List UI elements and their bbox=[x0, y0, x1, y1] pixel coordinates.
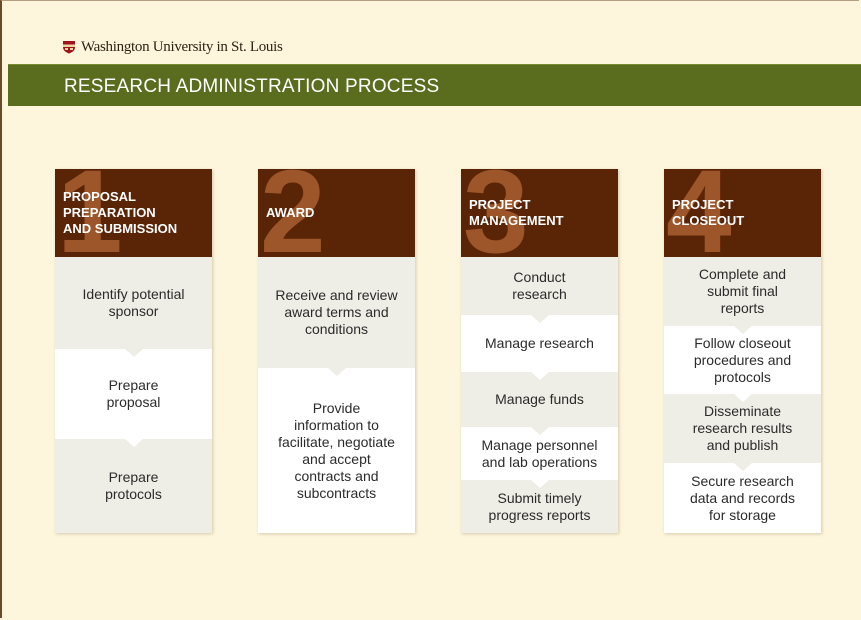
step-number: 1 bbox=[57, 169, 123, 257]
university-shield-icon bbox=[63, 41, 75, 54]
column-header: 1 PROPOSAL PREPARATION AND SUBMISSION bbox=[55, 169, 212, 257]
column-header: 3 PROJECT MANAGEMENT bbox=[461, 169, 618, 257]
column-title: PROPOSAL PREPARATION AND SUBMISSION bbox=[63, 189, 178, 236]
step-arrow bbox=[530, 372, 549, 380]
step-arrow bbox=[124, 349, 143, 357]
title-banner: RESEARCH ADMINISTRATION PROCESS bbox=[8, 64, 861, 106]
process-step: Manage research bbox=[461, 315, 618, 380]
step-arrow bbox=[733, 394, 752, 402]
step-arrow bbox=[733, 326, 752, 334]
step-number: 2 bbox=[260, 169, 326, 257]
step-arrow bbox=[530, 427, 549, 435]
column-title: AWARD bbox=[266, 205, 315, 220]
process-column-closeout: 4 PROJECT CLOSEOUT Complete and submit f… bbox=[664, 169, 821, 533]
process-step: Identify potential sponsor bbox=[55, 257, 212, 357]
process-step: Manage funds bbox=[461, 372, 618, 435]
process-column-management: 3 PROJECT MANAGEMENT Conduct research Ma… bbox=[461, 169, 618, 533]
process-step: Conduct research bbox=[461, 257, 618, 323]
step-number: 3 bbox=[463, 169, 529, 257]
process-step: Receive and review award terms and condi… bbox=[258, 257, 415, 376]
column-title: PROJECT CLOSEOUT bbox=[672, 197, 745, 228]
process-step: Prepare proposal bbox=[55, 349, 212, 447]
step-arrow bbox=[733, 463, 752, 471]
process-step: Disseminate research results and publish bbox=[664, 394, 821, 471]
process-column-award: 2 AWARD Receive and review award terms a… bbox=[258, 169, 415, 533]
process-step: Submit timely progress reports bbox=[461, 480, 618, 533]
column-header: 2 AWARD bbox=[258, 169, 415, 257]
column-header: 4 PROJECT CLOSEOUT bbox=[664, 169, 821, 257]
process-step: Prepare protocols bbox=[55, 439, 212, 533]
step-arrow bbox=[530, 315, 549, 323]
step-arrow bbox=[530, 480, 549, 488]
process-step: Secure research data and records for sto… bbox=[664, 463, 821, 533]
column-title: PROJECT MANAGEMENT bbox=[469, 197, 564, 228]
process-step: Manage personnel and lab operations bbox=[461, 427, 618, 488]
university-logo: Washington University in St. Louis bbox=[62, 38, 283, 56]
university-name: Washington University in St. Louis bbox=[81, 38, 283, 55]
process-column-proposal: 1 PROPOSAL PREPARATION AND SUBMISSION Id… bbox=[55, 169, 212, 533]
step-number: 4 bbox=[666, 169, 732, 257]
page-title: RESEARCH ADMINISTRATION PROCESS bbox=[64, 76, 440, 97]
step-arrow bbox=[124, 439, 143, 447]
process-step: Provide information to facilitate, negot… bbox=[258, 368, 415, 533]
step-arrow bbox=[327, 368, 346, 376]
process-step: Complete and submit final reports bbox=[664, 257, 821, 334]
process-step: Follow closeout procedures and protocols bbox=[664, 326, 821, 402]
